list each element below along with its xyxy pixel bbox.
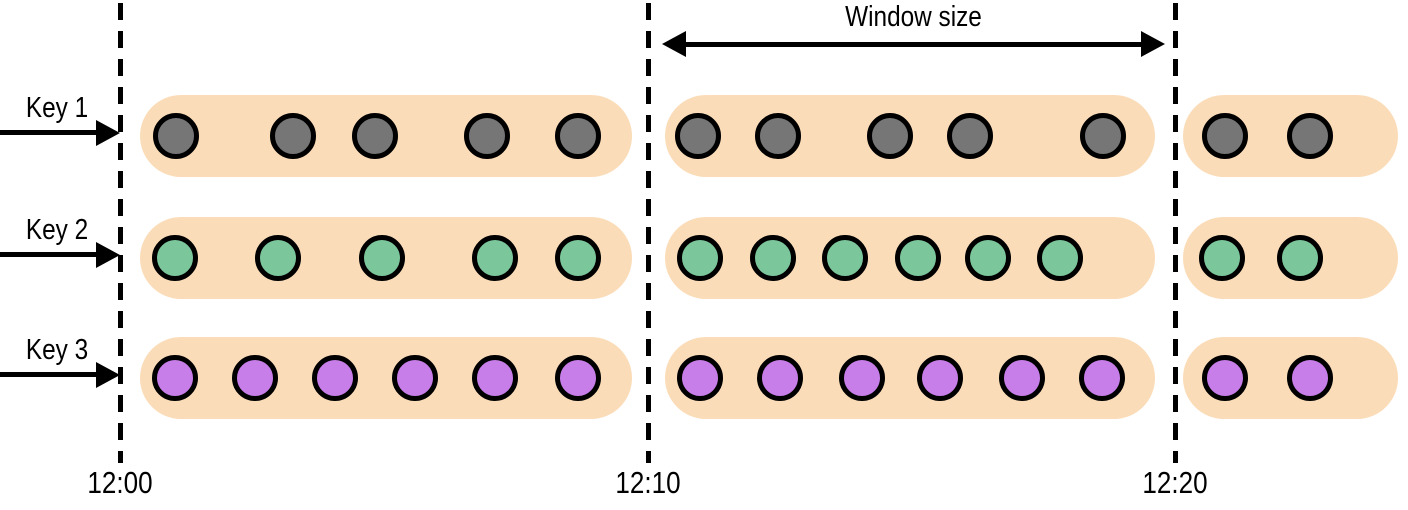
event-dot [359, 235, 405, 281]
event-dot [270, 113, 316, 159]
event-dot [750, 235, 796, 281]
event-dot [1287, 113, 1333, 159]
window-band [665, 337, 1155, 419]
window-band [140, 337, 632, 419]
event-dot [757, 355, 803, 401]
event-dot [1037, 235, 1083, 281]
window-size-arrow-line [680, 41, 1147, 47]
event-dot [152, 355, 198, 401]
arrow-right-icon [96, 361, 120, 388]
event-dot [472, 235, 518, 281]
key-arrow-line [0, 130, 98, 135]
event-dot [755, 113, 801, 159]
arrow-right-icon [1141, 31, 1165, 57]
timeline-dashed-line [645, 3, 651, 463]
time-label: 12:10 [615, 465, 681, 500]
event-dot [917, 355, 963, 401]
arrow-left-icon [662, 31, 686, 57]
event-dot [895, 235, 941, 281]
event-dot [472, 355, 518, 401]
event-dot [677, 355, 723, 401]
event-dot [555, 355, 601, 401]
key-arrow-line [0, 372, 98, 377]
event-dot [1202, 113, 1248, 159]
event-dot [947, 113, 993, 159]
time-label: 12:20 [1142, 465, 1208, 500]
key-label: Key 2 [25, 214, 89, 246]
event-dot [153, 113, 199, 159]
event-dot [1080, 113, 1126, 159]
event-dot [1199, 235, 1245, 281]
event-dot [312, 355, 358, 401]
event-dot [822, 235, 868, 281]
event-dot [255, 235, 301, 281]
arrow-right-icon [96, 241, 120, 268]
timeline-dashed-line [1172, 3, 1178, 463]
event-dot [352, 113, 398, 159]
event-dot [232, 355, 278, 401]
event-dot [464, 113, 510, 159]
event-dot [675, 113, 721, 159]
event-dot [152, 235, 198, 281]
arrow-right-icon [96, 119, 120, 146]
event-dot [555, 113, 601, 159]
event-dot [1277, 235, 1323, 281]
event-dot [965, 235, 1011, 281]
event-dot [555, 235, 601, 281]
window-size-label: Window size [845, 1, 982, 33]
event-dot [1287, 355, 1333, 401]
key-label: Key 3 [25, 334, 89, 366]
event-dot [392, 355, 438, 401]
key-label: Key 1 [25, 92, 89, 124]
time-label: 12:00 [87, 465, 153, 500]
event-dot [677, 235, 723, 281]
event-dot [999, 355, 1045, 401]
event-dot [839, 355, 885, 401]
event-dot [867, 113, 913, 159]
event-dot [1079, 355, 1125, 401]
event-dot [1202, 355, 1248, 401]
key-arrow-line [0, 252, 98, 257]
timeline-dashed-line [117, 3, 123, 463]
